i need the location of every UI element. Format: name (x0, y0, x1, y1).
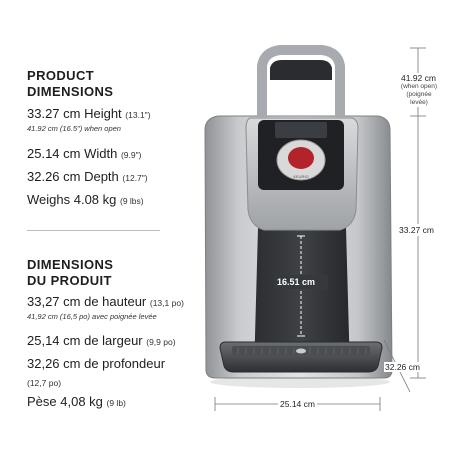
french-depth: 32,26 cm de profondeur (27, 356, 165, 371)
dark-front-panel (254, 228, 350, 372)
french-weight-sub: (9 lb) (106, 398, 126, 408)
french-width: 25,14 cm de largeur (9,9 po) (27, 333, 176, 348)
french-height-note: 41,92 cm (16,5 po) avec poignée levée (27, 312, 157, 321)
base-shadow (210, 376, 390, 388)
handle-window (270, 60, 332, 80)
english-depth-sub: (12.7") (122, 173, 148, 183)
english-heading-line2: DIMENSIONS (27, 84, 114, 99)
english-width: 25.14 cm Width (9.9") (27, 146, 141, 161)
french-depth-sub-line: (12,7 po) (27, 374, 61, 389)
drip-tray-logo (296, 348, 306, 354)
cup-clearance-label-bg (274, 275, 328, 289)
french-height-sub: (13,1 po) (149, 298, 184, 308)
french-height-main: 33,27 cm de hauteur (27, 294, 147, 309)
open-note-line3: levée) (410, 99, 428, 106)
french-depth-main: 32,26 cm de profondeur (27, 356, 166, 371)
french-heading-line2: DU PRODUIT (27, 273, 112, 288)
french-width-sub: (9,9 po) (146, 337, 176, 347)
section-divider (27, 230, 160, 231)
english-heading-line1: PRODUCT (27, 68, 95, 83)
english-weight: Weighs 4.08 kg (9 lbs) (27, 192, 144, 207)
english-height-note: 41.92 cm (16.5") when open (27, 124, 121, 133)
french-width-main: 25,14 cm de largeur (27, 333, 143, 348)
open-height-label: 41.92 cm (400, 73, 437, 83)
english-depth: 32.26 cm Depth (12.7") (27, 169, 148, 184)
english-height-main: 33.27 cm Height (27, 106, 122, 121)
english-weight-sub: (9 lbs) (120, 196, 144, 206)
french-heading: DIMENSIONS DU PRODUIT (27, 257, 113, 289)
k-cup-lid-label (288, 147, 314, 169)
english-width-main: 25.14 cm Width (27, 146, 118, 161)
depth-label: 32.26 cm (384, 362, 421, 372)
english-height: 33.27 cm Height (13.1") (27, 106, 151, 121)
open-note-line1: (when open) (400, 83, 438, 90)
grate-lines (237, 347, 367, 354)
english-heading: PRODUCT DIMENSIONS (27, 68, 113, 100)
english-height-sub: (13.1") (125, 110, 151, 120)
width-label: 25.14 cm (278, 399, 317, 409)
pod-needle-housing (275, 122, 327, 138)
french-height: 33,27 cm de hauteur (13,1 po) (27, 294, 184, 309)
french-depth-sub: (12,7 po) (27, 378, 62, 388)
open-height-note: (when open) (poignée levée) (398, 83, 440, 107)
cup-clearance-label: 16.51 cm (277, 277, 316, 287)
height-label: 33.27 cm (398, 224, 435, 236)
pod-brand-text: KEURIG (293, 174, 308, 179)
english-depth-main: 32.26 cm Depth (27, 169, 119, 184)
french-weight-main: Pèse 4,08 kg (27, 394, 103, 409)
brewer-handle[interactable] (257, 45, 345, 118)
french-weight: Pèse 4,08 kg (9 lb) (27, 394, 126, 409)
french-heading-line1: DIMENSIONS (27, 257, 114, 272)
english-width-sub: (9.9") (120, 150, 142, 160)
english-weight-main: Weighs 4.08 kg (27, 192, 117, 207)
open-note-line2: (poignée (406, 91, 432, 98)
